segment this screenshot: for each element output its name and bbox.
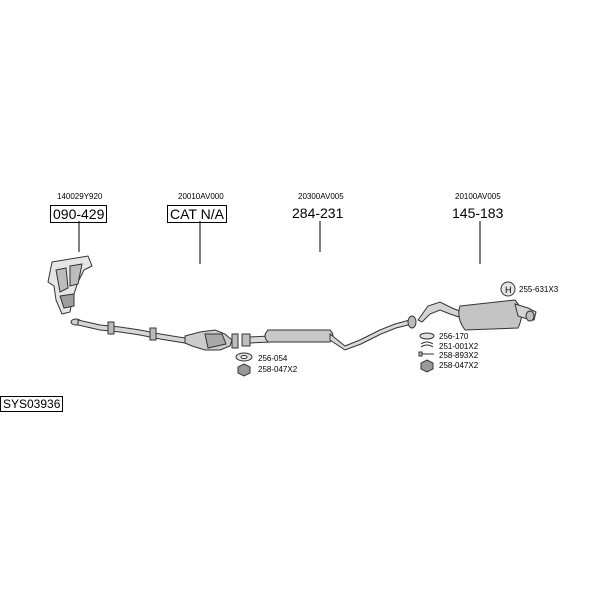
front-pipe [77,319,186,344]
catalytic-converter [184,329,239,351]
hardware-hanger-label[interactable]: 255-631X3 [519,285,559,294]
clamp-icon-rear [420,341,434,348]
rubber-hanger-icon: H [500,281,516,297]
oem-code-catalyst: 20010AV000 [178,192,224,201]
nut-icon-front [237,363,251,377]
oem-code-manifold: 140029Y920 [57,192,103,201]
oem-code-rear-silencer: 20100AV005 [455,192,501,201]
svg-text:H: H [505,285,512,295]
system-code: SYS03936 [0,396,64,412]
rear-silencer [417,299,537,331]
part-number-catalyst[interactable]: CAT N/A [167,205,227,223]
hardware-rear-bolt-label[interactable]: 258-893X2 [439,351,479,360]
nut-icon-rear [420,359,434,373]
oem-code-middle-silencer: 20300AV005 [298,192,344,201]
hardware-front-nut-label[interactable]: 258-047X2 [258,365,298,374]
part-number-middle-silencer[interactable]: 284-231 [292,205,344,221]
gasket-icon-front [235,352,253,362]
bolt-icon-rear [418,351,434,357]
exhaust-manifold [47,255,93,326]
middle-silencer [241,315,417,351]
gasket-icon-rear [419,332,435,340]
hardware-front-gasket-label[interactable]: 256-054 [258,354,288,363]
hardware-rear-gasket-label[interactable]: 256-170 [439,332,469,341]
hardware-rear-nut-label[interactable]: 258-047X2 [439,361,479,370]
hardware-rear-clamp-label[interactable]: 251-001X2 [439,342,479,351]
part-number-rear-silencer[interactable]: 145-183 [452,205,504,221]
